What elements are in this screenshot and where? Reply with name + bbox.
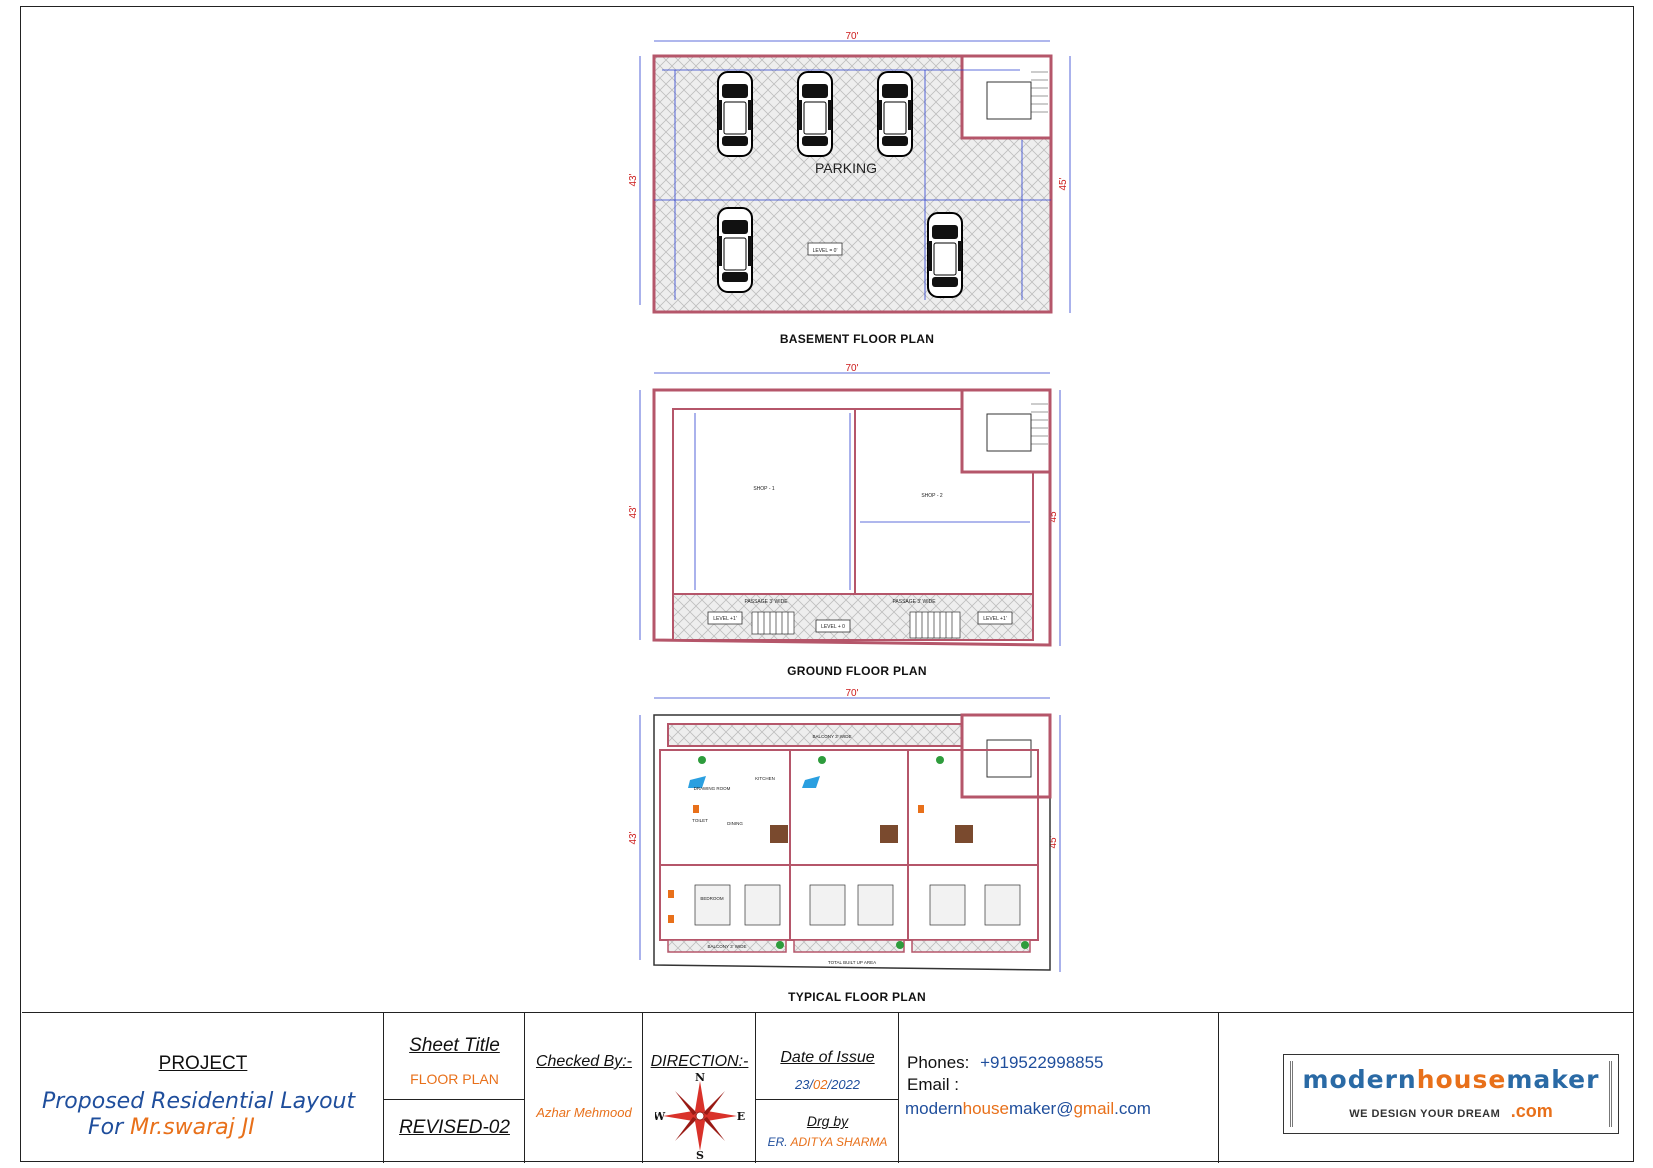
balcony-label: BALCONY 3' WIDE (707, 944, 746, 949)
ground-level-c: LEVEL +1' (983, 616, 1006, 622)
revision-label: REVISED-02 (399, 1117, 510, 1138)
toilet-label: TOILET (692, 818, 708, 823)
kitchen-label: KITCHEN (755, 776, 775, 781)
email-part3: maker@ (1008, 1099, 1074, 1118)
email-part5: .com (1114, 1099, 1151, 1118)
drawing-room-label: DRAWING ROOM (694, 786, 731, 791)
compass-e: E (737, 1110, 745, 1123)
compass-n: N (695, 1073, 705, 1084)
sheet-title-value: FLOOR PLAN (410, 1071, 499, 1087)
typical-balcony-top: BALCONY 3' WIDE (812, 734, 851, 739)
phones-line: Phones: +919522998855 (907, 1053, 1104, 1073)
bedroom-label: BEDROOM (700, 896, 724, 901)
ground-right-dim: 45' (1048, 509, 1059, 522)
basement-width-dim: 70' (845, 31, 858, 42)
typical-left-dim: 43' (628, 831, 639, 844)
ground-width-dim: 70' (845, 363, 858, 374)
project-name: Proposed Residential Layout (42, 1089, 356, 1114)
sheet-divider (384, 1099, 525, 1100)
ground-plan-title: GROUND FLOOR PLAN (787, 664, 927, 678)
dining-label: DINING (727, 821, 743, 826)
ground-plan: 70' 43' 45' SHOP - 1 SHOP - 2 PASSAGE 3'… (628, 363, 1061, 647)
email-part2: house (962, 1099, 1009, 1118)
compass-w: W (655, 1110, 666, 1123)
company-logo: modernhousemaker WE DESIGN YOUR DREAM .c… (1283, 1054, 1619, 1134)
contact-cell: Phones: +919522998855 Email : modernhous… (899, 1013, 1219, 1163)
logo-wordmark: modernhousemaker (1293, 1065, 1609, 1094)
logo-frame: modernhousemaker WE DESIGN YOUR DREAM .c… (1290, 1061, 1612, 1127)
direction-cell: DIRECTION:- N S W E (643, 1013, 756, 1163)
floor-plans-drawing: 70' 43' 45' PARKING LEVEL = 0' 70' 43' (628, 31, 1071, 972)
logo-com: .com (1510, 1101, 1553, 1121)
ground-level-a: LEVEL +1' (713, 616, 736, 622)
project-for-prefix: For (88, 1115, 131, 1140)
checked-by-heading: Checked By:- (535, 1053, 633, 1070)
date-heading: Date of Issue (780, 1049, 875, 1066)
logo-modern: modern (1302, 1065, 1417, 1094)
shop-1-label: SHOP - 1 (753, 486, 775, 492)
drawing-sheet-border (20, 6, 1634, 1162)
compass-rose-icon: N S W E (655, 1073, 745, 1159)
checked-by-cell: Checked By:- Azhar Mehmood (525, 1013, 643, 1163)
drg-by-prefix: ER. (767, 1135, 791, 1149)
basement-level-label: LEVEL = 0' (813, 248, 838, 254)
ground-level-b: LEVEL + 0 (821, 624, 845, 630)
passage-1-label: PASSAGE 3' WIDE (744, 599, 788, 605)
passage-2-label: PASSAGE 3' WIDE (892, 599, 936, 605)
shop-2-label: SHOP - 2 (921, 493, 943, 499)
total-area-label: TOTAL BUILT UP AREA (828, 960, 876, 965)
date-month: 02 (813, 1077, 828, 1092)
phones-value[interactable]: +919522998855 (980, 1053, 1104, 1072)
logo-house: house (1416, 1065, 1507, 1094)
checked-by-value: Azhar Mehmood (536, 1105, 632, 1120)
basement-left-dim: 43' (628, 173, 639, 186)
date-cell: Date of Issue 23/02/2022 Drg by ER. ADIT… (756, 1013, 899, 1163)
logo-tagline-line: WE DESIGN YOUR DREAM .com (1293, 1101, 1609, 1122)
typical-plan-title: TYPICAL FLOOR PLAN (788, 990, 926, 1004)
typical-plan: 70' 43' 45' BALCONY 3' WIDE (628, 688, 1061, 972)
date-day: 23/ (794, 1077, 814, 1092)
project-client: Mr.swaraj JI (130, 1115, 255, 1140)
direction-heading: DIRECTION:- (650, 1053, 749, 1070)
logo-maker: maker (1506, 1065, 1600, 1094)
parking-label: PARKING (815, 160, 877, 176)
date-year: /2022 (827, 1077, 861, 1092)
sheet-title-heading: Sheet Title (409, 1035, 500, 1056)
phones-label: Phones: (907, 1053, 970, 1072)
basement-plan-title: BASEMENT FLOOR PLAN (779, 332, 935, 346)
date-divider (756, 1099, 899, 1100)
typical-right-dim: 45' (1048, 835, 1059, 848)
basement-plan: 70' 43' 45' PARKING LEVEL = 0' (628, 31, 1071, 314)
project-heading: PROJECT (158, 1053, 248, 1074)
drg-by-value: ER. ADITYA SHARMA (756, 1135, 899, 1149)
email-label: Email : (907, 1075, 959, 1094)
drg-by-heading: Drg by (806, 1113, 849, 1129)
title-block: PROJECT Proposed Residential Layout For … (22, 1012, 1633, 1163)
sheet-title-cell: Sheet Title FLOOR PLAN REVISED-02 (384, 1013, 525, 1163)
email-value[interactable]: modernhousemaker@gmail.com (905, 1099, 1151, 1119)
compass-s: S (696, 1149, 704, 1159)
date-value: 23/02/2022 (756, 1077, 899, 1092)
email-part4: gmail (1073, 1099, 1115, 1118)
typical-width-dim: 70' (845, 688, 858, 699)
basement-right-dim: 45' (1058, 177, 1069, 190)
ground-left-dim: 43' (628, 505, 639, 518)
project-for-line: For Mr.swaraj JI (88, 1115, 255, 1140)
logo-tagline: WE DESIGN YOUR DREAM (1349, 1108, 1501, 1120)
email-part1: modern (905, 1099, 963, 1118)
drg-by-name: ADITYA SHARMA (790, 1135, 888, 1149)
project-cell: PROJECT Proposed Residential Layout For … (22, 1013, 384, 1163)
